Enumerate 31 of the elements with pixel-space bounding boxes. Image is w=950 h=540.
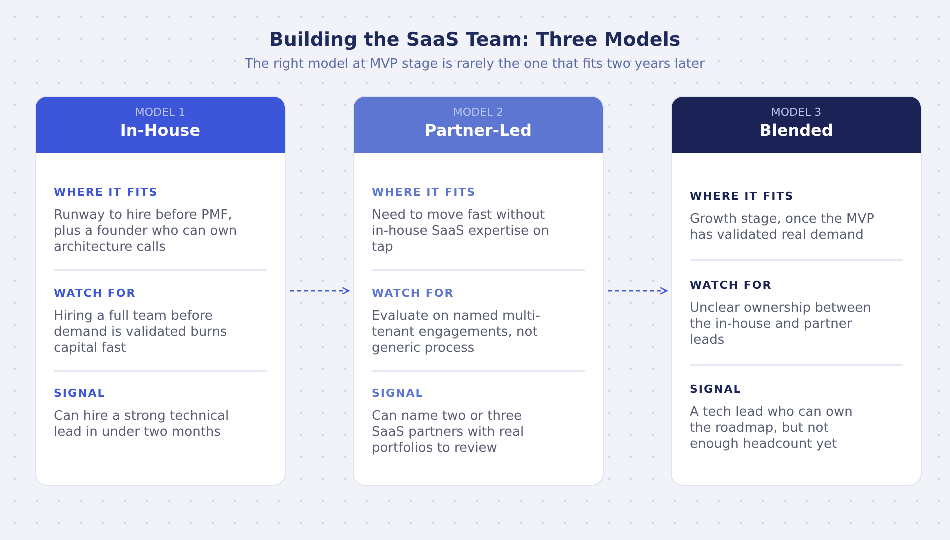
section-heading: WATCH FOR <box>54 287 136 300</box>
section-heading: WHERE IT FITS <box>690 190 794 203</box>
section-heading: WATCH FOR <box>690 279 772 292</box>
section-heading: WATCH FOR <box>372 287 454 300</box>
model-number: MODEL 1 <box>134 106 187 119</box>
model-name: Partner-Led <box>424 121 533 140</box>
section-text: Hiring a full team before demand is validated burns capital fast <box>54 309 228 357</box>
section-text: Unclear ownership between the in-house and partner leads <box>690 301 872 349</box>
dashed-arrow <box>608 287 668 295</box>
section-text: Need to move fast without in-house SaaS expertise on tap <box>372 208 550 256</box>
section-heading: SIGNAL <box>54 387 106 400</box>
section-heading: WHERE IT FITS <box>54 186 158 199</box>
section-heading: WHERE IT FITS <box>372 186 476 199</box>
model-name: Blended <box>758 121 834 140</box>
model-number: MODEL 2 <box>452 106 505 119</box>
model-card <box>353 96 604 486</box>
model-number: MODEL 3 <box>770 106 823 119</box>
section-text: Can name two or three SaaS partners with real portfolios to review <box>372 409 526 457</box>
dashed-arrow <box>290 287 350 295</box>
section-text: A tech lead who can own the roadmap, but not enough headcount yet <box>690 405 854 453</box>
model-name: In-House <box>119 121 202 140</box>
section-text: Runway to hire before PMF, plus a founder who can own architecture calls <box>54 208 238 256</box>
diagram-title: Building the SaaS Team: Three Models <box>268 29 682 51</box>
section-text: Growth stage, once the MVP has validated real demand <box>690 212 876 244</box>
section-text: Evaluate on named multi-tenant engagements, not generic process <box>372 309 542 357</box>
section-heading: SIGNAL <box>690 383 742 396</box>
model-card <box>35 96 286 486</box>
section-text: Can hire a strong technical lead in under two months <box>54 409 230 441</box>
section-heading: SIGNAL <box>372 387 424 400</box>
model-card <box>671 96 922 486</box>
subtitle: The right model at MVP stage is rarely the one that fits two years later <box>244 57 706 72</box>
